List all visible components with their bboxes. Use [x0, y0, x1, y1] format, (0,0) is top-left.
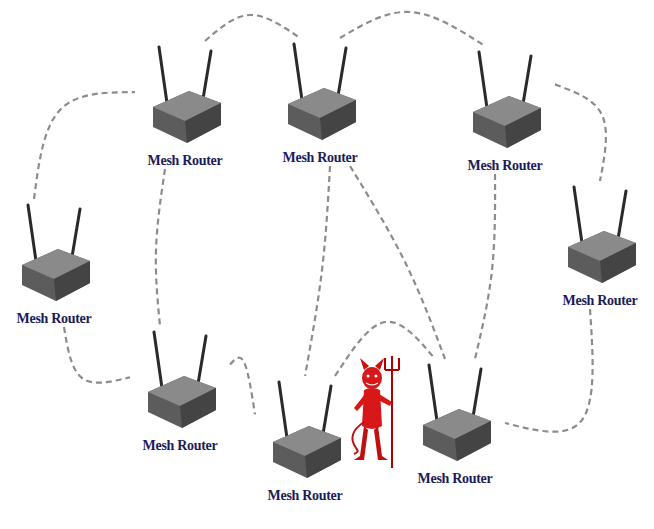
router-label: Mesh Router: [266, 487, 345, 504]
devil-eye: [366, 374, 369, 377]
router-node: Mesh Router: [550, 181, 650, 309]
wireless-link: [335, 322, 435, 376]
router-side-face: [320, 100, 356, 140]
router-label: Mesh Router: [141, 437, 220, 454]
router-body: [153, 91, 221, 143]
router-node: Mesh Router: [455, 46, 555, 174]
router-side-face: [180, 388, 216, 428]
router-body: [473, 96, 541, 148]
devil-arms: [354, 394, 392, 411]
router-body: [423, 409, 491, 461]
wireless-link: [205, 15, 300, 41]
wireless-link: [230, 358, 255, 415]
wireless-link: [305, 166, 330, 376]
router-node: Mesh Router: [270, 38, 370, 166]
router-side-face: [185, 103, 221, 143]
wireless-link: [340, 12, 485, 46]
wireless-link: [350, 166, 445, 359]
wireless-link: [475, 174, 495, 359]
router-side-face: [305, 438, 341, 478]
router-icon: [130, 326, 230, 436]
router-body: [22, 249, 90, 301]
router-body: [568, 231, 636, 283]
router-label: Mesh Router: [146, 152, 225, 169]
devil-eye: [374, 374, 377, 377]
router-label: Mesh Router: [15, 310, 94, 327]
devil-figure: [352, 356, 399, 468]
router-node: Mesh Router: [255, 376, 355, 504]
pitchfork-shaft: [391, 364, 393, 468]
devil-tail: [352, 422, 364, 454]
router-side-face: [600, 243, 636, 283]
pitchfork-head: [385, 356, 399, 370]
router-side-face: [54, 261, 90, 301]
devil-head: [362, 367, 382, 389]
router-icon: [455, 46, 555, 156]
router-node: Mesh Router: [130, 326, 230, 454]
wireless-link: [64, 327, 130, 383]
wireless-link: [505, 309, 593, 432]
router-node: Mesh Router: [405, 359, 505, 487]
wireless-link: [34, 92, 135, 199]
router-icon: [270, 38, 370, 148]
router-icon: [255, 376, 355, 486]
router-label: Mesh Router: [416, 470, 495, 487]
router-body: [148, 376, 216, 428]
devil-legs: [354, 426, 388, 460]
wireless-link: [555, 84, 606, 181]
router-body: [288, 88, 356, 140]
router-label: Mesh Router: [561, 292, 640, 309]
router-node: Mesh Router: [135, 41, 235, 169]
router-icon: [405, 359, 505, 469]
router-body: [273, 426, 341, 478]
router-label: Mesh Router: [281, 149, 360, 166]
router-icon: [135, 41, 235, 151]
router-label: Mesh Router: [466, 157, 545, 174]
router-side-face: [505, 108, 541, 148]
router-node: Mesh Router: [4, 199, 104, 327]
router-icon: [4, 199, 104, 309]
devil-grin: [366, 383, 378, 385]
wireless-link: [156, 169, 165, 326]
router-icon: [550, 181, 650, 291]
router-side-face: [455, 421, 491, 461]
